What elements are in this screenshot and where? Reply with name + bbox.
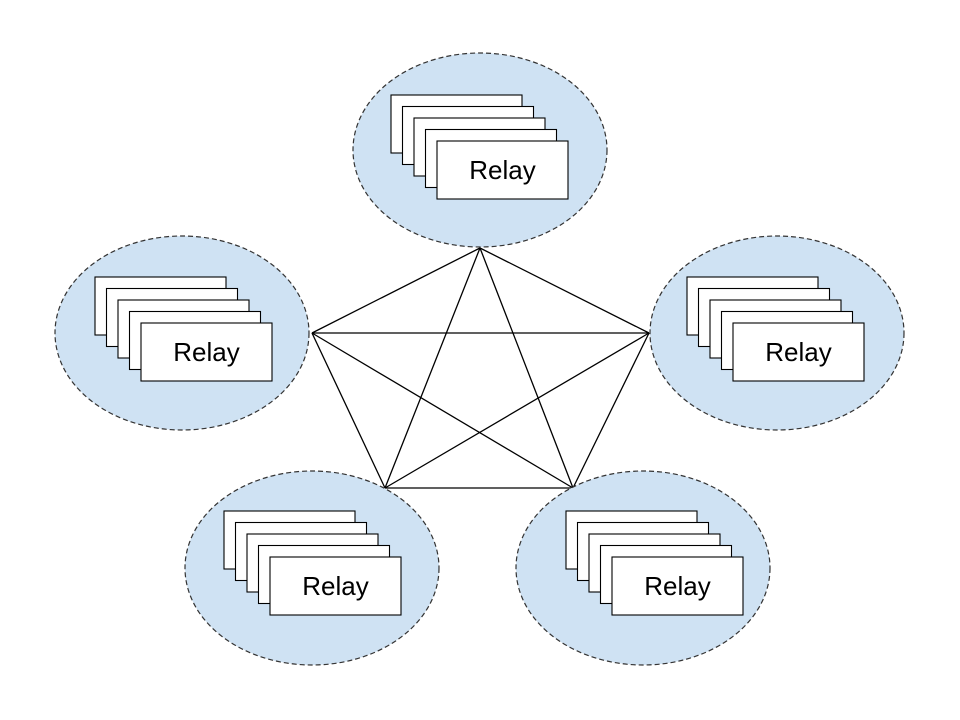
relay-card-front: [436, 140, 569, 200]
link-top-right: [479, 247, 650, 334]
cluster-bottom-left: Relay: [184, 470, 440, 666]
cluster-top: Relay: [352, 52, 608, 248]
relay-label: Relay: [644, 571, 710, 601]
relay-label: Relay: [173, 337, 239, 367]
relay-card-front: [611, 556, 744, 616]
cluster-bottom-right: Relay: [515, 470, 771, 666]
relay-card-front: [732, 322, 865, 382]
relay-card-front: [269, 556, 402, 616]
relay-label: Relay: [302, 571, 368, 601]
link-top-left: [311, 247, 481, 334]
relay-label: Relay: [765, 337, 831, 367]
link-right-bottom-left: [384, 332, 650, 489]
relay-card-front: [140, 322, 273, 382]
link-top-bottom-left: [384, 247, 481, 489]
link-left-bottom-right: [311, 332, 574, 489]
links-layer: [311, 247, 650, 489]
link-top-bottom-right: [479, 247, 574, 489]
link-right-bottom-right: [572, 332, 650, 489]
relay-label: Relay: [469, 155, 535, 185]
link-left-bottom-left: [311, 332, 386, 489]
cluster-right: Relay: [649, 235, 905, 431]
cluster-left: Relay: [54, 235, 310, 431]
